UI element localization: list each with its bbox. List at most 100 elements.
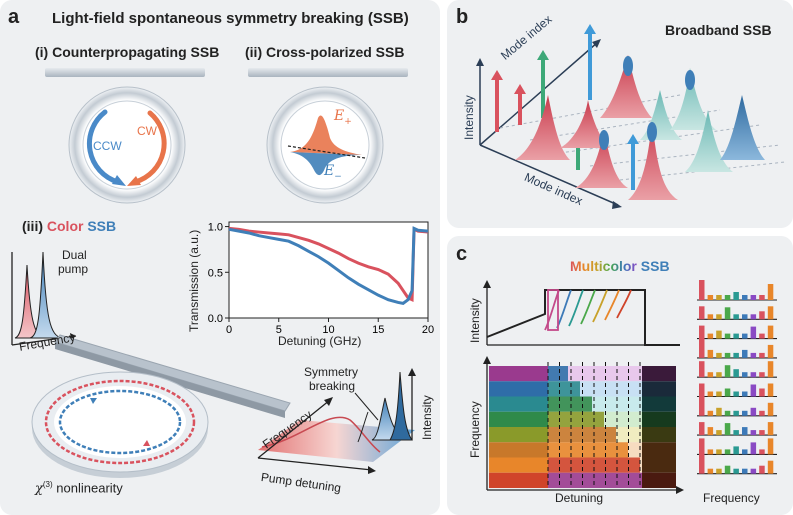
heat-left-1 [489, 381, 548, 397]
heat-light-6 [640, 457, 642, 473]
e-minus-label: E− [324, 163, 342, 182]
spectrum-bar [716, 430, 722, 436]
spectrum-bar [733, 352, 739, 358]
spectrum-bar [742, 468, 748, 474]
spectrum-bar [742, 449, 748, 455]
spectrum-bar [767, 402, 774, 416]
heat-mid-2 [548, 396, 592, 412]
ssb-axis-pump [257, 457, 373, 471]
spectrum-bar [759, 410, 765, 416]
spectrum-bar [724, 307, 731, 320]
c-frequency-right-label: Frequency [703, 491, 760, 505]
spectrum-bar [767, 306, 774, 320]
heat-light-5 [628, 442, 642, 458]
spectrum-bar [716, 352, 722, 358]
spectrum-bar [750, 352, 757, 358]
spectrum-bar [750, 384, 757, 397]
y-tick-label: 0.0 [208, 313, 223, 325]
spectrum-bar [759, 430, 765, 436]
spectrum-bar [733, 391, 739, 397]
dual-pump-label-2: pump [58, 262, 89, 276]
b-axis-mode-bottom [479, 144, 619, 206]
spectrum-bar [724, 449, 731, 455]
y-tick-label: 1.0 [208, 222, 223, 234]
stair-curve-4 [592, 289, 608, 323]
panel-c-title: Multicolor SSB [570, 258, 670, 274]
e-plus-label: E+ [334, 108, 352, 127]
heat-left-2 [489, 396, 548, 412]
spectrum-bar [699, 383, 705, 397]
heat-dark-3 [642, 411, 676, 427]
spectrum-bar [716, 468, 722, 474]
spectrum-bar [767, 438, 774, 455]
spectrum-bar [759, 372, 765, 378]
spectrum-bar [767, 422, 774, 436]
spectrum-bar [742, 295, 748, 300]
e-plus-field [290, 115, 362, 155]
spectrum-bar [699, 280, 705, 300]
spectrum-bar [742, 427, 748, 436]
heat-dark-4 [642, 427, 676, 443]
spectrum-bar [767, 344, 774, 358]
dual-pump-blue-peak [29, 251, 63, 339]
heat-dark-0 [642, 366, 676, 382]
heat-left-7 [489, 472, 548, 488]
spectrum-bar [716, 314, 722, 320]
heat-left-3 [489, 411, 548, 427]
b-peaks [515, 55, 765, 200]
spectrum-bar [750, 326, 757, 339]
spectrum-bar [742, 349, 748, 358]
heat-dark-1 [642, 381, 676, 397]
spectrum-bar [767, 460, 774, 474]
spectrum-bar [716, 449, 722, 455]
heat-light-0 [568, 366, 642, 382]
spectrum-bar [759, 388, 765, 397]
stair-curve-0 [544, 289, 560, 331]
x-tick-label: 5 [276, 324, 282, 336]
spectrum-bar [699, 325, 705, 339]
spectrum-bar [733, 292, 739, 300]
spectrum-bar [707, 468, 714, 474]
subpanel-ii-title: (ii) Cross-polarized SSB [245, 44, 405, 60]
y-tick-label: 0.5 [208, 267, 223, 279]
spectrum-bar [742, 391, 748, 397]
spectrum-bar [742, 314, 748, 320]
ssb-dark-peak [389, 371, 413, 441]
spectrum-bar [699, 422, 705, 436]
spectrum-bar [716, 407, 722, 416]
heat-dark-7 [642, 472, 676, 488]
spectrum-bar [724, 388, 731, 397]
x-tick-label: 0 [226, 324, 232, 336]
stair-curve-6 [616, 289, 632, 319]
spectrum-bar [707, 449, 714, 455]
c-intensity-label: Intensity [468, 298, 482, 343]
spectrum-bar [759, 295, 765, 300]
spectrum-bar [733, 410, 739, 416]
spectrum-bar [767, 284, 774, 300]
subpanel-i-title: (i) Counterpropagating SSB [35, 44, 220, 60]
panel-b-title: Broadband SSB [665, 22, 772, 38]
spectrum-bar [759, 311, 765, 320]
chart-series-1 [228, 226, 429, 305]
heat-mid-1 [548, 381, 580, 397]
spectrum-bar [724, 352, 731, 358]
spectrum-bar [724, 410, 731, 416]
x-tick-label: 10 [322, 324, 334, 336]
x-tick-label: 20 [422, 324, 434, 336]
spectrum-bar [707, 314, 714, 320]
spectrum-bar [716, 391, 722, 397]
spectrum-bar [767, 325, 774, 339]
cw-arrow [132, 110, 167, 185]
stair-curve-3 [580, 289, 596, 325]
panel-b-label: b [456, 6, 469, 28]
spectrum-bar [707, 391, 714, 397]
spectrum-bar [742, 372, 748, 378]
ssb-axis-freq [257, 399, 331, 459]
spectrum-bar [707, 333, 714, 339]
spectrum-bar [724, 465, 731, 474]
spectrum-bar [707, 295, 714, 300]
spectrum-bar [699, 453, 705, 474]
spectrum-bar [733, 430, 739, 436]
spectrum-bar [733, 333, 739, 339]
